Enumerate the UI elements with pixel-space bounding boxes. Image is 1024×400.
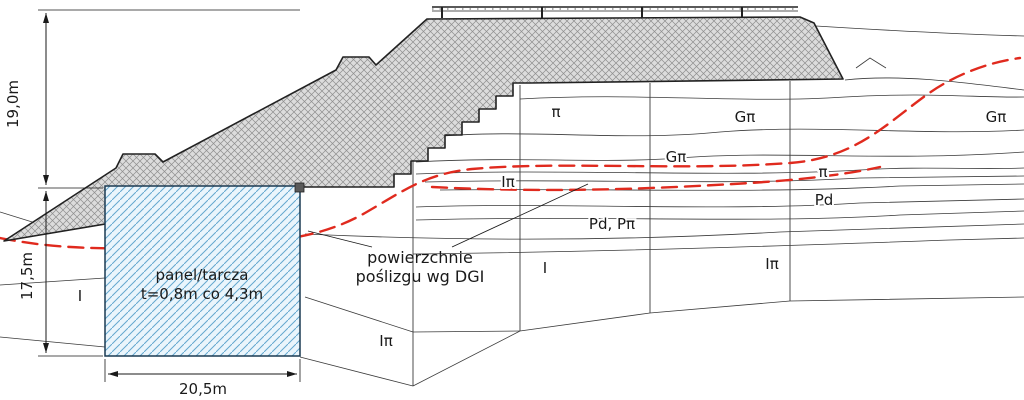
soil-label-gpi-right: Gπ [986, 108, 1007, 126]
soil-label-gpi-upper: Gπ [735, 108, 756, 126]
leader-line-right [451, 183, 589, 248]
soil-label-ipi-bottom: Iπ [379, 332, 392, 350]
panel-rect [104, 185, 301, 357]
panel-label-line2: t=0,8m co 4,3m [141, 285, 263, 303]
dimension-lines: 19,0m 17,5m 20,5m [4, 9, 301, 398]
dim-label-19m: 19,0m [4, 80, 22, 128]
panel-label-line1: panel/tarcza [156, 266, 249, 284]
guardrail [432, 6, 798, 18]
slip-annotation: powierzchnie poślizgu wg DGI [307, 183, 589, 286]
leader-line-left [307, 230, 373, 248]
dim-label-20m: 20,5m [179, 380, 227, 398]
block-divider-lines [412, 81, 791, 386]
annotation-line1: powierzchnie [367, 248, 473, 267]
soil-label-pd: Pd [815, 191, 834, 209]
soil-label-i-mid: I [543, 259, 547, 277]
annotation-line2: poślizgu wg DGI [356, 267, 485, 286]
embankment-body [3, 16, 844, 242]
soil-label-pd-ppi: Pd, Pπ [589, 215, 635, 233]
soil-labels: π Gπ Gπ Gπ Iπ π Pd Pd, Pπ I Iπ I Iπ [76, 101, 1009, 352]
soil-label-gpi-mid: Gπ [666, 148, 687, 166]
soil-label-i-left: I [78, 287, 82, 305]
slip-surface-secondary [430, 165, 882, 192]
soil-label-pi-upper: π [551, 103, 560, 121]
soil-label-ipi-right: Iπ [765, 255, 778, 273]
panel-tarcza: panel/tarcza t=0,8m co 4,3m [104, 182, 305, 357]
soil-label-pi-lower: π [818, 163, 827, 181]
panel-anchor-plate [294, 182, 305, 193]
dim-label-17m: 17,5m [18, 252, 36, 300]
soil-label-ipi-mid: Iπ [501, 173, 514, 191]
